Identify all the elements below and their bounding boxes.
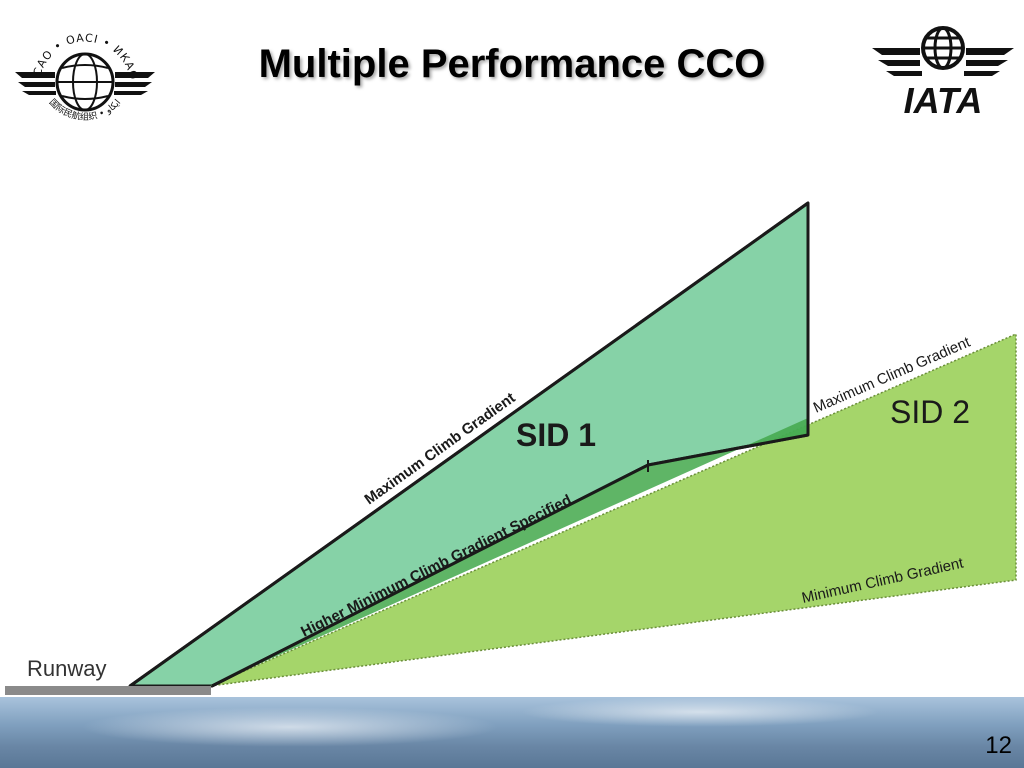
sid1-max-gradient-line bbox=[129, 201, 809, 688]
icao-wing-right-icon bbox=[114, 72, 155, 95]
iata-logo: IATA bbox=[872, 26, 1014, 120]
sid1-min-gradient-line bbox=[211, 433, 809, 688]
runway bbox=[5, 686, 211, 695]
footer-sky-band bbox=[0, 697, 1024, 768]
sid2-region bbox=[209, 332, 1017, 687]
iata-wing-right-icon bbox=[964, 48, 1014, 76]
sid2-label: SID 2 bbox=[890, 394, 970, 430]
runway-label: Runway bbox=[27, 656, 106, 681]
sid1-label: SID 1 bbox=[516, 417, 596, 453]
iata-wordmark: IATA bbox=[904, 80, 983, 120]
overlap-region bbox=[130, 418, 808, 686]
iata-wing-left-icon bbox=[872, 48, 922, 76]
icao-logo: ICAO • OACI • ИКАО 国际民航组织 • ايكاو bbox=[10, 10, 155, 123]
slide-title: Multiple Performance CCO bbox=[258, 42, 766, 86]
icao-wing-left-icon bbox=[15, 72, 56, 95]
page-number: 12 bbox=[985, 732, 1012, 759]
